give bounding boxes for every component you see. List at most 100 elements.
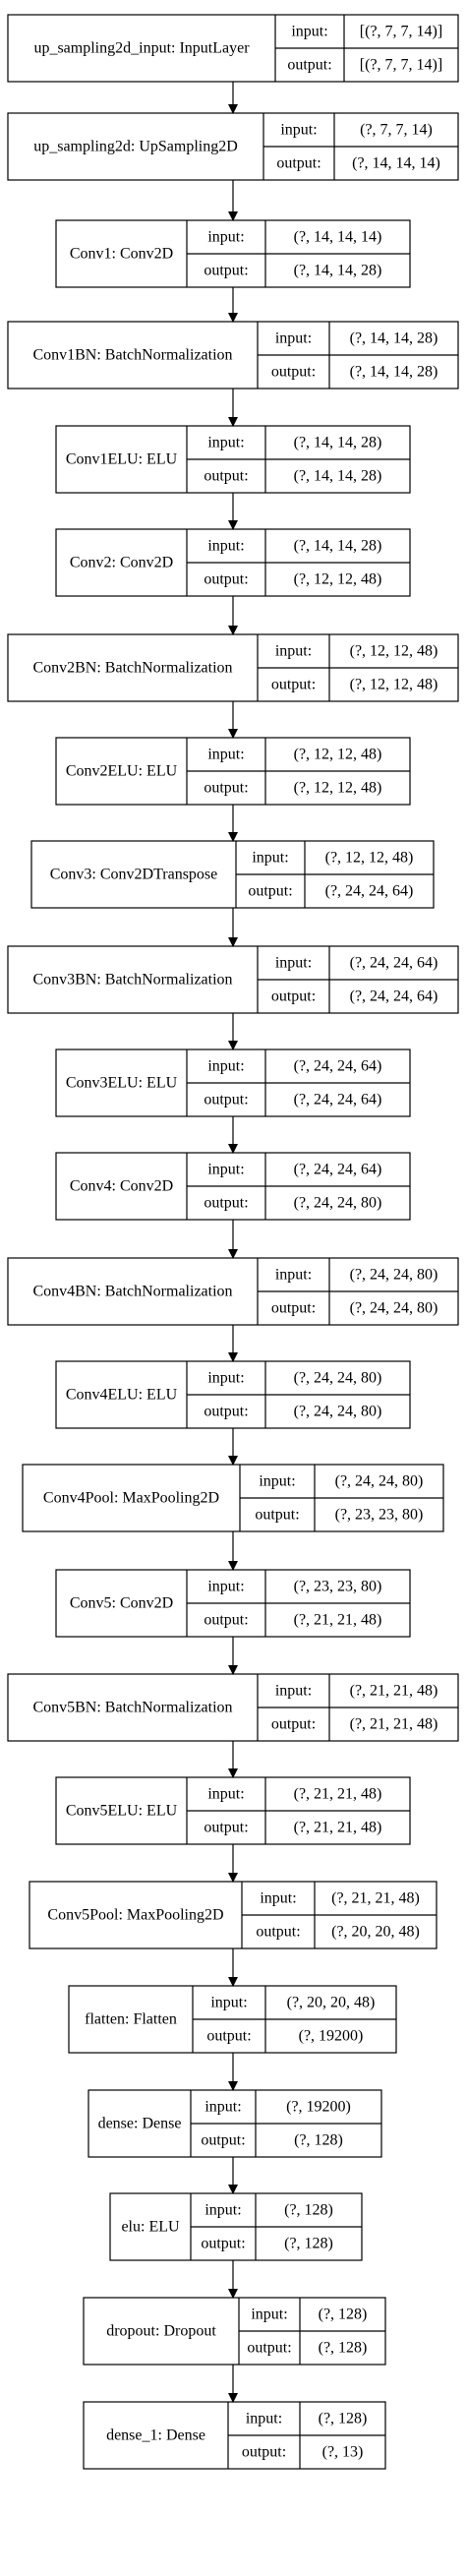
layer-node: Conv2BN: BatchNormalization input: (?, 12,… [7, 633, 459, 702]
output-key: output: [276, 155, 321, 172]
output-shape: [(?, 7, 7, 14)] [360, 57, 442, 74]
input-shape: (?, 21, 21, 48) [350, 1683, 438, 1700]
input-shape: (?, 21, 21, 48) [331, 1890, 420, 1907]
input-shape: (?, 24, 24, 80) [294, 1370, 382, 1387]
input-shape: (?, 14, 14, 28) [294, 435, 382, 451]
output-key: output: [201, 2132, 245, 2149]
input-key: input: [207, 1786, 244, 1803]
output-shape: (?, 21, 21, 48) [294, 1820, 382, 1836]
input-key: input: [275, 1683, 312, 1700]
output-key: output: [204, 1404, 248, 1420]
output-shape: (?, 128) [319, 2340, 368, 2357]
input-shape: (?, 24, 24, 64) [294, 1058, 382, 1075]
output-shape: (?, 24, 24, 64) [350, 988, 438, 1005]
layer-node: Conv2ELU: ELU input: (?, 12, 12, 48) output… [55, 737, 411, 806]
layer-name: dropout: Dropout [106, 2323, 216, 2340]
input-key: input: [207, 229, 244, 246]
input-key: input: [204, 2099, 241, 2116]
input-key: input: [275, 643, 312, 660]
input-key: input: [207, 1162, 244, 1178]
input-key: input: [259, 1473, 295, 1490]
input-key: input: [207, 538, 244, 555]
layer-node: up_sampling2d_input: InputLayerinput:[(?… [7, 14, 459, 83]
input-key: input: [207, 747, 244, 763]
output-key: output: [204, 468, 248, 485]
input-key: input: [207, 435, 244, 451]
input-key: input: [251, 2306, 287, 2323]
output-shape: (?, 14, 14, 28) [294, 263, 382, 279]
layer-name: Conv2BN: BatchNormalization [32, 660, 232, 677]
output-key: output: [271, 677, 316, 693]
output-shape: (?, 128) [284, 2236, 333, 2252]
input-key: input: [207, 1579, 244, 1595]
output-shape: (?, 14, 14, 28) [294, 468, 382, 485]
input-shape: (?, 24, 24, 64) [294, 1162, 382, 1178]
input-key: input: [207, 1370, 244, 1387]
input-shape: (?, 14, 14, 14) [294, 229, 382, 246]
output-shape: (?, 24, 24, 80) [350, 1300, 438, 1317]
layer-name: Conv4ELU: ELU [66, 1387, 178, 1404]
output-key: output: [204, 263, 248, 279]
output-key: output: [204, 1820, 248, 1836]
output-key: output: [206, 2028, 251, 2045]
output-shape: (?, 19200) [299, 2028, 364, 2045]
layer-name: Conv2: Conv2D [70, 555, 173, 571]
output-shape: (?, 21, 21, 48) [350, 1716, 438, 1733]
layer-name: Conv5: Conv2D [70, 1595, 173, 1612]
output-key: output: [204, 1092, 248, 1108]
input-key: input: [275, 330, 312, 347]
layer-name: Conv1BN: BatchNormalization [32, 347, 232, 364]
input-shape: (?, 12, 12, 48) [350, 643, 438, 660]
layer-name: Conv1: Conv2D [70, 246, 173, 263]
output-key: output: [287, 57, 331, 74]
output-key: output: [247, 2340, 291, 2357]
output-key: output: [255, 1507, 299, 1524]
input-shape: (?, 24, 24, 80) [350, 1267, 438, 1284]
output-shape: (?, 13) [322, 2444, 364, 2461]
output-key: output: [204, 1612, 248, 1629]
input-key: input: [246, 2411, 282, 2427]
layer-name: Conv1ELU: ELU [66, 451, 178, 468]
layer-name: Conv2ELU: ELU [66, 763, 178, 780]
layer-name: up_sampling2d_input: InputLayer [33, 40, 250, 57]
output-shape: (?, 12, 12, 48) [350, 677, 438, 693]
layer-name: Conv4: Conv2D [70, 1178, 173, 1195]
output-shape: (?, 12, 12, 48) [294, 780, 382, 797]
output-key: output: [201, 2236, 245, 2252]
layer-node: Conv4ELU: ELU input: (?, 24, 24, 80) output… [55, 1360, 411, 1429]
layer-name: flatten: Flatten [85, 2011, 177, 2028]
input-shape: (?, 19200) [286, 2099, 351, 2116]
input-key: input: [210, 1995, 247, 2011]
layer-name: Conv5BN: BatchNormalization [32, 1700, 232, 1716]
input-shape: (?, 7, 7, 14) [360, 122, 433, 139]
input-key: input: [260, 1890, 296, 1907]
input-key: input: [252, 850, 288, 867]
layer-name: up_sampling2d: UpSampling2D [33, 139, 238, 155]
output-key: output: [271, 1300, 316, 1317]
output-shape: (?, 12, 12, 48) [294, 571, 382, 588]
input-shape: (?, 12, 12, 48) [325, 850, 414, 867]
input-shape: [(?, 7, 7, 14)] [360, 24, 442, 40]
input-shape: (?, 128) [319, 2411, 368, 2427]
input-key: input: [275, 955, 312, 972]
output-shape: (?, 24, 24, 80) [294, 1404, 382, 1420]
layer-node: Conv5Pool: MaxPooling2D input: (?, 21, 21,… [29, 1881, 438, 1949]
layer-name: Conv5Pool: MaxPooling2D [47, 1907, 223, 1924]
output-key: output: [204, 780, 248, 797]
output-shape: (?, 24, 24, 80) [294, 1195, 382, 1212]
